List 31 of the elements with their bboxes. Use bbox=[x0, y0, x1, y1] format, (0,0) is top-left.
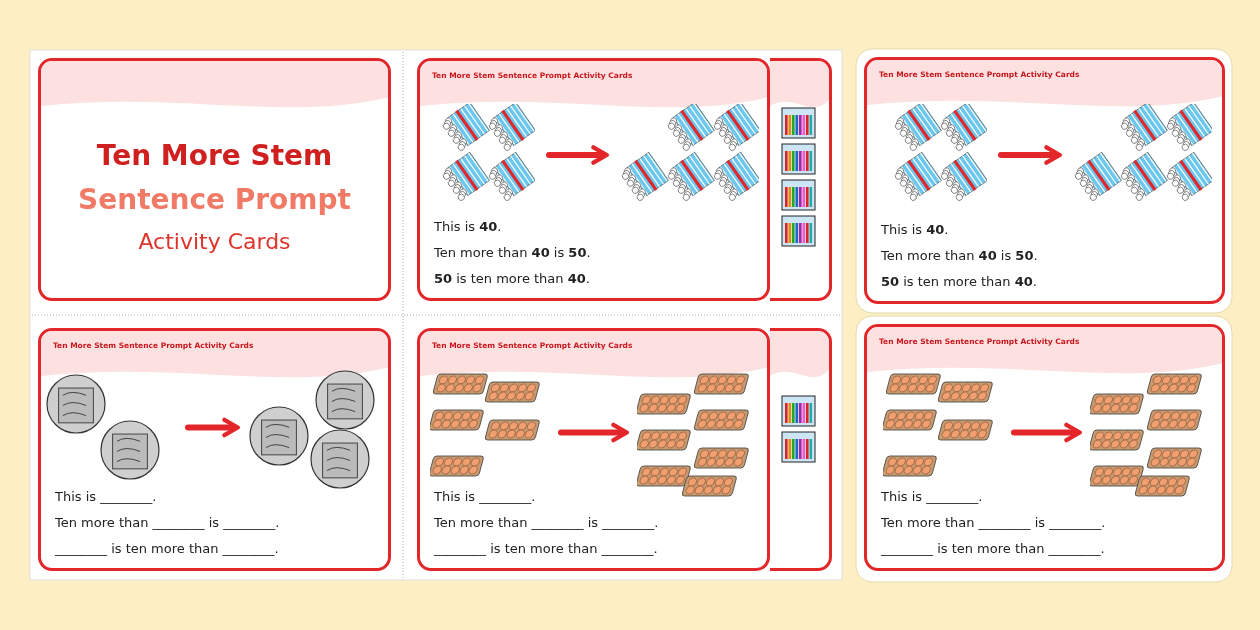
activity-card bbox=[417, 58, 770, 301]
sentence-text: This is ________. bbox=[55, 489, 157, 504]
arrow bbox=[1011, 422, 1082, 443]
activity-card bbox=[864, 57, 1225, 304]
arrow bbox=[558, 422, 629, 443]
activity-card bbox=[864, 324, 1225, 571]
activity-card bbox=[770, 328, 832, 571]
activity-card bbox=[417, 328, 770, 571]
sentence-text: This is ________. bbox=[434, 489, 536, 504]
sentence-text: Ten more than ________ is ________. bbox=[434, 515, 659, 530]
title-card bbox=[38, 58, 391, 301]
sentence-text: Ten more than 40 is 50. bbox=[881, 248, 1038, 263]
sentence-text: ________ is ten more than ________. bbox=[881, 541, 1105, 556]
sentence-text: Ten more than 40 is 50. bbox=[434, 245, 591, 260]
sentence-text: ________ is ten more than ________. bbox=[55, 541, 279, 556]
sentence-text: This is 40. bbox=[434, 219, 502, 234]
title-text: Ten More Stem bbox=[95, 139, 334, 172]
title-text: Activity Cards bbox=[137, 229, 292, 254]
sentence-text: 50 is ten more than 40. bbox=[434, 271, 590, 286]
sentence-text: Ten more than ________ is ________. bbox=[55, 515, 280, 530]
sentence-text: Ten more than ________ is ________. bbox=[881, 515, 1106, 530]
sentence-text: This is 40. bbox=[881, 222, 949, 237]
sentence-text: This is ________. bbox=[881, 489, 983, 504]
activity-card bbox=[38, 328, 391, 571]
sentence-text: 50 is ten more than 40. bbox=[881, 274, 1037, 289]
sentence-text: ________ is ten more than ________. bbox=[434, 541, 658, 556]
arrow bbox=[546, 145, 609, 165]
activity-card bbox=[770, 58, 832, 301]
arrow bbox=[185, 417, 240, 438]
arrow bbox=[998, 145, 1062, 165]
title-text: Sentence Prompt bbox=[77, 183, 352, 216]
